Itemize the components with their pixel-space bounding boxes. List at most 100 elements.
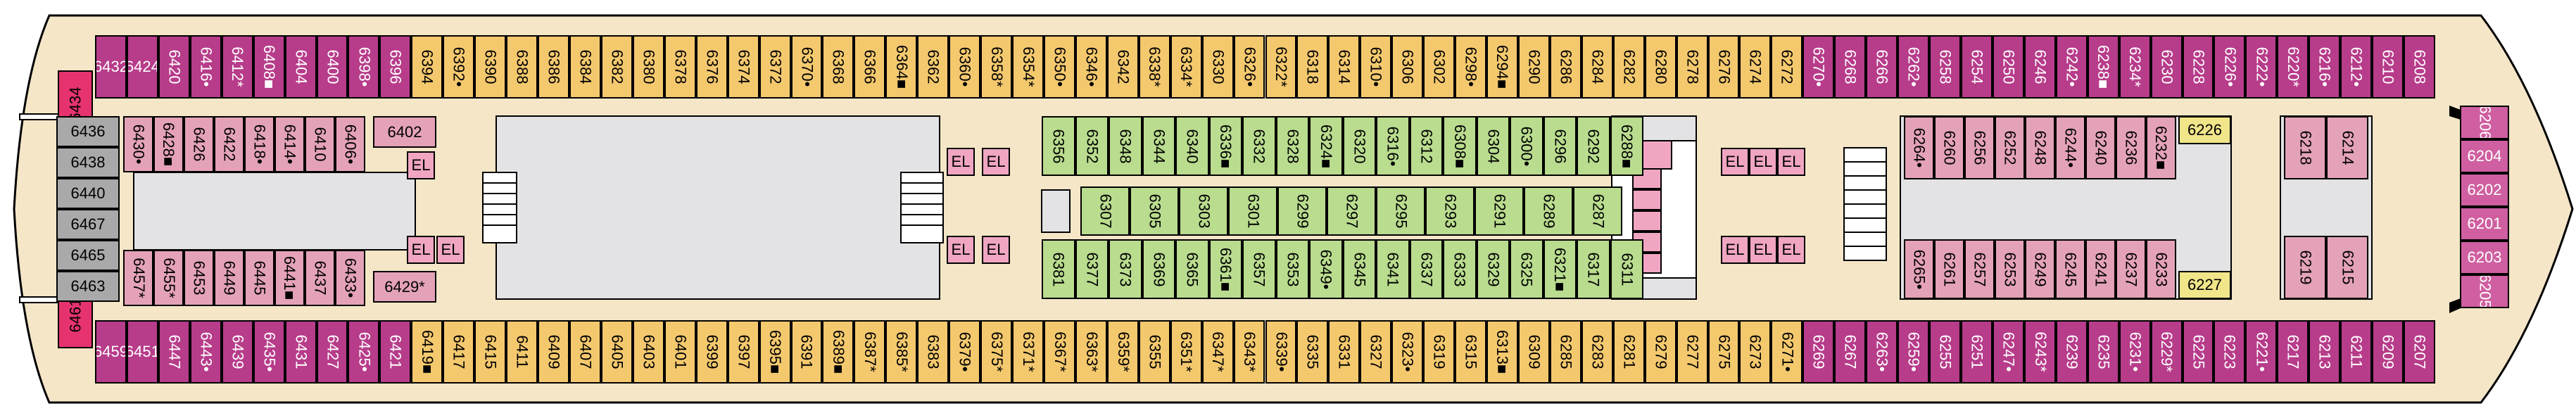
cabin-spa-6325[interactable]: 6325: [1510, 239, 1543, 299]
cabin-top-6394[interactable]: 6394: [411, 35, 443, 99]
cabin-bottom-6221[interactable]: 6221•: [2245, 320, 2278, 384]
cabin-top-6364[interactable]: 6364■: [885, 35, 918, 99]
cabin-inside-6433[interactable]: 6433•: [335, 250, 365, 306]
cabin-spa-6308[interactable]: 6308■: [1443, 116, 1477, 176]
cabin-aft-6245[interactable]: 6245: [2055, 239, 2085, 299]
cabin-inside-6430[interactable]: 6430•: [123, 116, 153, 172]
cabin-spa-6300[interactable]: 6300•: [1510, 116, 1543, 176]
cabin-inside-6428[interactable]: 6428■: [153, 116, 184, 172]
cabin-bottom-6419[interactable]: 6419■: [411, 320, 443, 384]
cabin-inside-6449[interactable]: 6449: [214, 250, 244, 306]
cabin-aft-6233[interactable]: 6233: [2146, 239, 2176, 299]
cabin-bottom-6343[interactable]: 6343*: [1233, 320, 1265, 384]
cabin-bottom-6447[interactable]: 6447: [158, 320, 190, 384]
cabin-spa-6353[interactable]: 6353: [1275, 239, 1309, 299]
cabin-aft-6215[interactable]: 6215: [2326, 236, 2368, 299]
cabin-bottom-6273[interactable]: 6273: [1739, 320, 1772, 384]
cabin-bottom-6347[interactable]: 6347*: [1201, 320, 1234, 384]
elevator-box[interactable]: EL: [1721, 148, 1749, 176]
cabin-gray-6440[interactable]: 6440: [56, 178, 120, 209]
cabin-top-6262[interactable]: 6262•: [1898, 35, 1930, 99]
cabin-bottom-6223[interactable]: 6223: [2214, 320, 2246, 384]
elevator-box[interactable]: EL: [1721, 236, 1749, 264]
cabin-bottom-6385[interactable]: 6385*: [885, 320, 918, 384]
cabin-top-6306[interactable]: 6306: [1391, 35, 1424, 99]
cabin-bottom-6271[interactable]: 6271•: [1771, 320, 1803, 384]
cabin-top-6400[interactable]: 6400: [316, 35, 348, 99]
cabin-top-6276[interactable]: 6276: [1707, 35, 1740, 99]
cabin-top-6290[interactable]: 6290: [1517, 35, 1550, 99]
cabin-bottom-6451[interactable]: 6451: [126, 320, 158, 384]
cabin-top-6376[interactable]: 6376: [695, 35, 728, 99]
cabin-top-6314[interactable]: 6314: [1328, 35, 1360, 99]
cabin-bottom-6209[interactable]: 6209: [2372, 320, 2404, 384]
cabin-bottom-6309[interactable]: 6309: [1517, 320, 1550, 384]
cabin-spa-6303[interactable]: 6303: [1179, 186, 1228, 236]
cabin-bottom-6225[interactable]: 6225: [2182, 320, 2214, 384]
cabin-bottom-6327[interactable]: 6327: [1360, 320, 1392, 384]
cabin-top-6380[interactable]: 6380: [632, 35, 664, 99]
cabin-top-6372[interactable]: 6372: [759, 35, 791, 99]
cabin-aft-6261[interactable]: 6261: [1934, 239, 1964, 299]
cabin-bottom-6425[interactable]: 6425•: [348, 320, 380, 384]
cabin-spa-6317[interactable]: 6317: [1577, 239, 1610, 299]
elevator-box[interactable]: EL: [947, 148, 975, 176]
cabin-top-6212[interactable]: 6212•: [2340, 35, 2373, 99]
cabin-top-6216[interactable]: 6216•: [2309, 35, 2341, 99]
cabin-top-6270[interactable]: 6270•: [1802, 35, 1835, 99]
cabin-spa-6373[interactable]: 6373: [1109, 239, 1142, 299]
cabin-spa-6292[interactable]: 6292: [1577, 116, 1610, 176]
cabin-suite-6206[interactable]: 6206: [2460, 106, 2509, 139]
cabin-bottom-6243[interactable]: 6243*: [2023, 320, 2056, 384]
cabin-top-6396[interactable]: 6396: [379, 35, 412, 99]
cabin-top-6210[interactable]: 6210: [2372, 35, 2404, 99]
cabin-bottom-6459[interactable]: 6459: [95, 320, 127, 384]
cabin-suite-6202[interactable]: 6202: [2460, 173, 2509, 207]
cabin-spa-6311[interactable]: 6311: [1610, 239, 1643, 299]
cabin-aft-6240[interactable]: 6240: [2085, 116, 2116, 179]
cabin-bottom-6443[interactable]: 6443•: [189, 320, 222, 384]
cabin-aft-6232[interactable]: 6232■: [2146, 116, 2176, 179]
cabin-aft-6218[interactable]: 6218: [2284, 116, 2326, 179]
elevator-box[interactable]: EL: [436, 236, 465, 264]
cabin-top-6358[interactable]: 6358*: [980, 35, 1013, 99]
cabin-top-6420[interactable]: 6420: [158, 35, 190, 99]
cabin-suite-6203[interactable]: 6203: [2460, 241, 2509, 274]
cabin-top-6370[interactable]: 6370•: [790, 35, 823, 99]
cabin-gray-6467[interactable]: 6467: [56, 209, 120, 240]
cabin-spa-6324[interactable]: 6324■: [1309, 116, 1343, 176]
cabin-bottom-6239[interactable]: 6239: [2055, 320, 2088, 384]
cabin-bottom-6403[interactable]: 6403: [632, 320, 664, 384]
cabin-aft-6257[interactable]: 6257: [1964, 239, 1995, 299]
cabin-bottom-6379[interactable]: 6379•: [949, 320, 981, 384]
cabin-bottom-6415[interactable]: 6415: [474, 320, 507, 384]
cabin-spa-6301[interactable]: 6301: [1228, 186, 1277, 236]
cabin-top-6310[interactable]: 6310•: [1360, 35, 1392, 99]
cabin-aft-6264[interactable]: 6264•: [1904, 116, 1934, 179]
cabin-spa-6361[interactable]: 6361■: [1208, 239, 1242, 299]
cabin-bottom-6217[interactable]: 6217: [2277, 320, 2309, 384]
cabin-top-6368[interactable]: 6368: [822, 35, 854, 99]
cabin-spa-6332[interactable]: 6332: [1242, 116, 1276, 176]
cabin-bottom-6267[interactable]: 6267: [1834, 320, 1867, 384]
cabin-spa-6312[interactable]: 6312: [1409, 116, 1443, 176]
cabin-top-6302[interactable]: 6302: [1423, 35, 1456, 99]
cabin-top-6220[interactable]: 6220*: [2277, 35, 2309, 99]
cabin-bottom-6405[interactable]: 6405: [600, 320, 633, 384]
cabin-inside-6422[interactable]: 6422: [214, 116, 244, 172]
cabin-spa-6297[interactable]: 6297: [1327, 186, 1376, 236]
cabin-bottom-6229[interactable]: 6229*: [2150, 320, 2183, 384]
cabin-top-6360[interactable]: 6360•: [949, 35, 981, 99]
cabin-bottom-6339[interactable]: 6339•: [1265, 320, 1297, 384]
cabin-bottom-6277[interactable]: 6277: [1676, 320, 1708, 384]
elevator-box[interactable]: EL: [407, 151, 435, 179]
cabin-inside-6426[interactable]: 6426: [184, 116, 214, 172]
elevator-box[interactable]: EL: [407, 236, 435, 264]
cabin-bottom-6421[interactable]: 6421: [379, 320, 412, 384]
cabin-bottom-6313[interactable]: 6313■: [1486, 320, 1518, 384]
cabin-bottom-6263[interactable]: 6263•: [1866, 320, 1898, 384]
cabin-top-6282[interactable]: 6282: [1612, 35, 1645, 99]
cabin-aft-6226[interactable]: 6226: [2178, 116, 2231, 144]
cabin-top-6398[interactable]: 6398•: [348, 35, 380, 99]
cabin-bottom-6285[interactable]: 6285: [1549, 320, 1581, 384]
